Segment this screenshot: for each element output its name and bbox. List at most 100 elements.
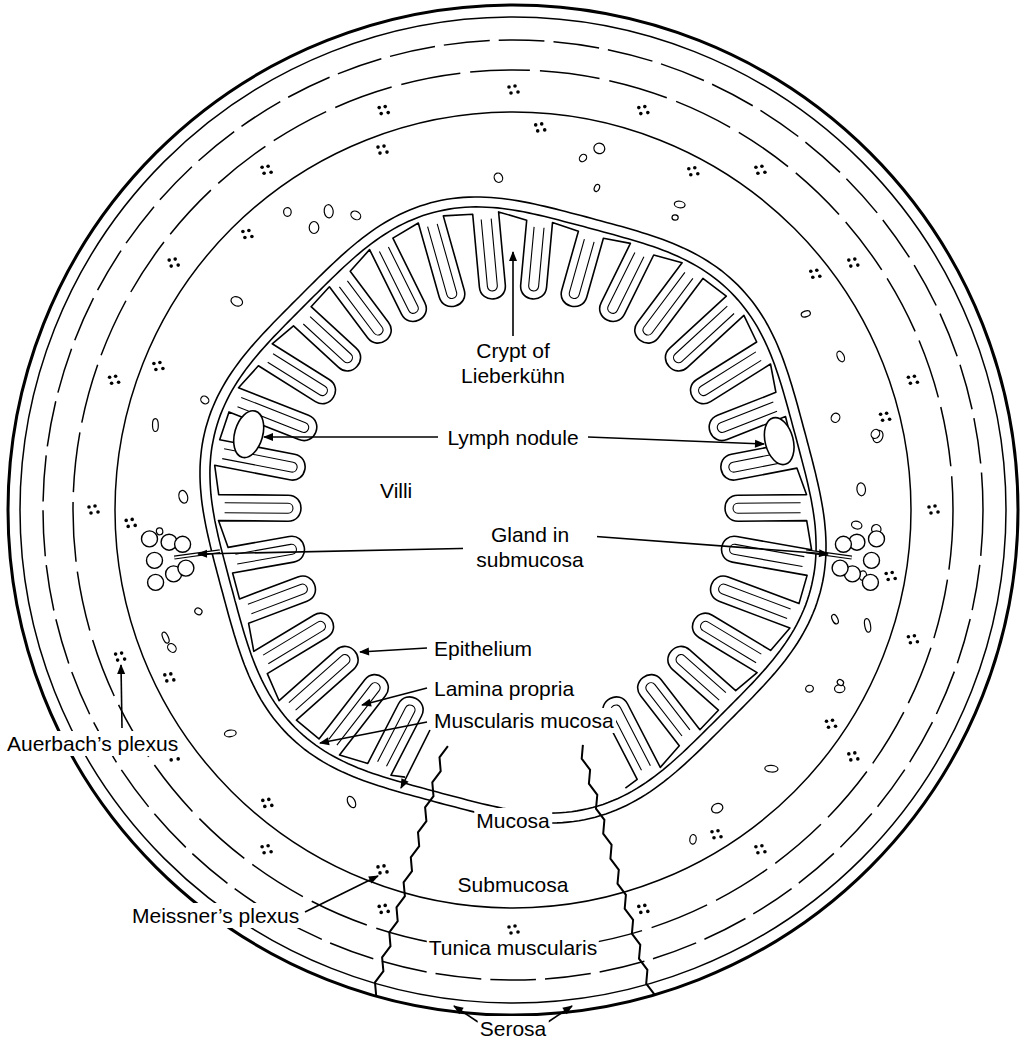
auerbach-plexus-dots [933, 504, 937, 508]
meissner-plexus-dots [712, 836, 716, 840]
vessel [765, 765, 779, 773]
meissner-plexus-dots [247, 229, 251, 233]
meissner-plexus-dots [124, 519, 128, 523]
leader-line [264, 436, 438, 438]
gland-lobe [832, 560, 848, 576]
auerbach-plexus-dots [763, 170, 767, 174]
meissner-plexus-dots [126, 525, 130, 529]
vessel [229, 295, 244, 308]
auerbach-plexus-dots [114, 652, 118, 656]
meissner-plexus-dots [716, 829, 720, 833]
vessel [592, 141, 606, 155]
leader-line [512, 252, 514, 336]
meissner-plexus-dots [241, 230, 245, 234]
part-label: Submucosa [456, 872, 571, 897]
meissner-plexus-dots [540, 122, 544, 126]
part-label: Tunica muscularis [427, 935, 599, 960]
muscle-layer-line [43, 40, 983, 980]
vessel [672, 215, 679, 221]
auerbach-plexus-dots [123, 657, 127, 661]
meissner-plexus-dots [378, 871, 382, 875]
auerbach-plexus-dots [266, 164, 270, 168]
gland-lobe [148, 574, 164, 590]
auerbach-plexus-dots [386, 111, 390, 115]
meissner-plexus-dots [888, 418, 892, 422]
auerbach-plexus-dots [117, 380, 121, 384]
auerbach-plexus-dots [260, 845, 264, 849]
vessel [674, 200, 686, 208]
meissner-plexus-dots [154, 368, 158, 372]
meissner-plexus-dots [815, 268, 819, 272]
auerbach-plexus-dots [853, 751, 857, 755]
auerbach-plexus-dots [383, 904, 387, 908]
vessel [869, 428, 881, 440]
part-label: Serosa [478, 1016, 549, 1041]
vessel [161, 631, 171, 644]
muscularis-mucosa-line [210, 207, 816, 813]
lymph-nodule-shape [229, 407, 269, 461]
meissner-plexus-dots [133, 524, 137, 528]
meissner-plexus-dots [165, 679, 169, 683]
meissner-plexus-dots [890, 571, 894, 575]
gland-lobe [142, 531, 158, 547]
meissner-plexus-dots [834, 724, 838, 728]
auerbach-plexus-dots [96, 510, 100, 514]
meissner-plexus-dots [261, 799, 265, 803]
auerbach-plexus-dots [169, 264, 173, 268]
vessel [199, 394, 210, 405]
auerbach-plexus-dots [639, 911, 643, 915]
meissner-plexus-dots [884, 572, 888, 576]
meissner-plexus-dots [385, 150, 389, 154]
auerbach-plexus-dots [89, 511, 93, 515]
meissner-plexus-dots [689, 173, 693, 177]
auerbach-plexus-dots [386, 910, 390, 914]
auerbach-plexus-dots [763, 850, 767, 854]
vessel [346, 795, 358, 809]
auerbach-plexus-dots [173, 257, 177, 261]
meissner-plexus-dots [811, 275, 815, 279]
leader-line [548, 1006, 572, 1022]
meissner-plexus-dots [243, 236, 247, 240]
meissner-plexus-dots [382, 864, 386, 868]
meissner-plexus-dots [376, 865, 380, 869]
vessel [856, 482, 866, 496]
auerbach-plexus-dots [637, 905, 641, 909]
auerbach-plexus-dots [760, 844, 764, 848]
part-label: Crypt of Lieberkühn [446, 338, 580, 388]
meissner-plexus-dots [886, 578, 890, 582]
meissner-plexus-dots [809, 269, 813, 273]
meissner-plexus-dots [719, 835, 723, 839]
meissner-plexus-dots [172, 678, 176, 682]
meissner-plexus-dots [893, 577, 897, 581]
auerbach-plexus-dots [262, 171, 266, 175]
auerbach-plexus-dots [507, 85, 511, 89]
meissner-plexus-dots [250, 235, 254, 239]
vessel [689, 834, 697, 844]
meissner-plexus-dots [169, 672, 173, 676]
meissner-plexus-dots [879, 413, 883, 417]
vessel [323, 204, 334, 218]
meissner-plexus-dots [130, 518, 134, 522]
serosa-inner [20, 17, 1006, 1003]
gland-lobe [864, 552, 880, 568]
meissner-plexus-dots [536, 129, 540, 133]
auerbach-plexus-dots [643, 105, 647, 109]
leader-line [401, 730, 430, 788]
part-label: Lymph nodule [445, 425, 580, 450]
vessel [493, 172, 504, 184]
part-label: Epithelium [432, 636, 534, 661]
vessel [177, 489, 189, 504]
auerbach-plexus-dots [643, 904, 647, 908]
meissner-plexus-dots [881, 419, 885, 423]
serosa-outer [8, 5, 1018, 1015]
auerbach-plexus-dots [856, 757, 860, 761]
gland-lobe [178, 560, 194, 576]
leader-line [305, 876, 378, 912]
auerbach-plexus-dots [936, 510, 940, 514]
auerbach-plexus-dots [909, 641, 913, 645]
meissner-plexus-dots [376, 145, 380, 149]
meissner-plexus-dots [534, 123, 538, 127]
vessel [864, 618, 872, 633]
meissner-plexus-dots [693, 166, 697, 170]
